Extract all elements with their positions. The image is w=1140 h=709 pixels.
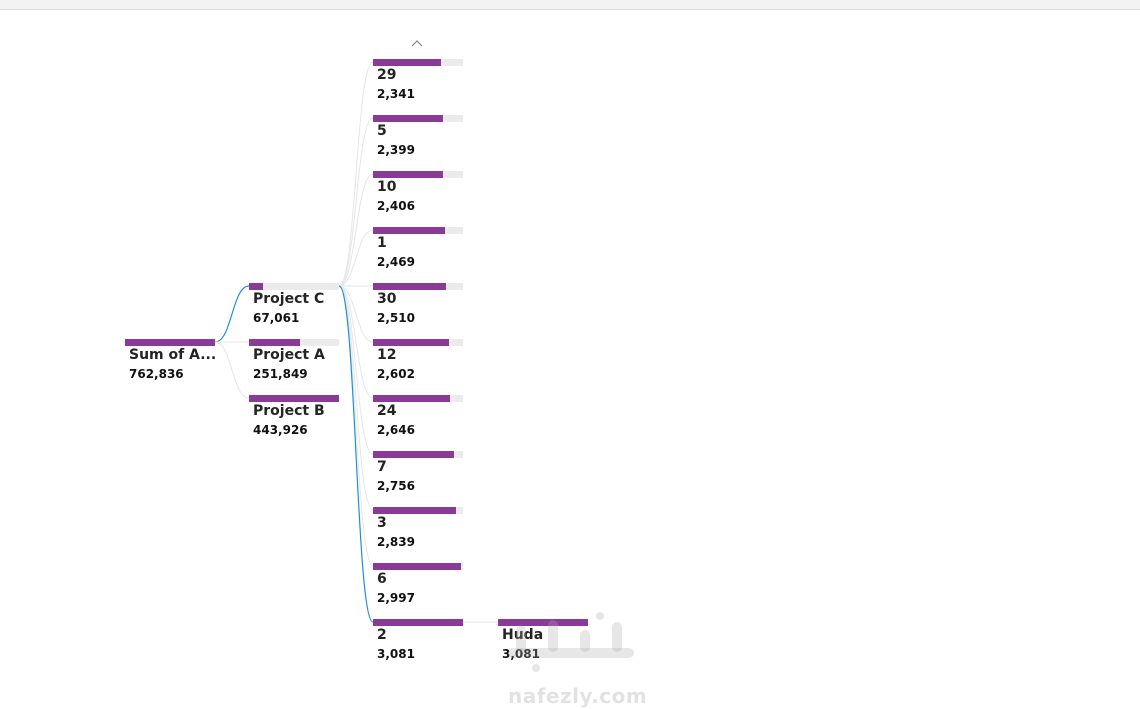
top-toolbar-strip <box>0 0 1140 10</box>
connector-l1-to-8 <box>338 285 374 511</box>
node-label: 12 <box>377 347 397 363</box>
node-label: 1 <box>377 235 387 251</box>
bar-fill <box>249 339 300 346</box>
node-label: Huda <box>502 627 544 643</box>
connector-l1-to-0 <box>338 61 374 287</box>
node-day-10[interactable]: 10 2,406 <box>373 171 473 217</box>
node-label: 2 <box>377 627 387 643</box>
chevron-up-icon <box>411 40 423 47</box>
bar-fill <box>373 395 450 402</box>
node-label: 7 <box>377 459 387 475</box>
node-value: 2,839 <box>377 535 415 549</box>
node-value: 251,849 <box>253 367 308 381</box>
node-value: 2,646 <box>377 423 415 437</box>
bar-fill <box>373 227 445 234</box>
node-value: 3,081 <box>502 647 540 661</box>
node-label: 5 <box>377 123 387 139</box>
node-label: Project A <box>253 347 325 363</box>
node-day-7[interactable]: 7 2,756 <box>373 451 473 497</box>
node-day-3[interactable]: 3 2,839 <box>373 507 473 553</box>
node-day-6[interactable]: 6 2,997 <box>373 563 473 609</box>
node-value: 67,061 <box>253 311 300 325</box>
node-value: 762,836 <box>129 367 184 381</box>
bar-fill <box>373 59 441 66</box>
connector-l1-to-6 <box>338 285 374 399</box>
node-value: 2,997 <box>377 591 415 605</box>
bar-track <box>249 283 339 290</box>
node-value: 443,926 <box>253 423 308 437</box>
node-value: 2,756 <box>377 479 415 493</box>
node-project-a[interactable]: Project A 251,849 <box>249 339 349 385</box>
node-label: Sum of A... <box>129 347 217 363</box>
connector-l1-to-2 <box>338 173 374 287</box>
node-label: 10 <box>377 179 397 195</box>
connector-root-to-2 <box>214 341 250 399</box>
bar-fill <box>249 283 263 290</box>
root-node[interactable]: Sum of A... 762,836 <box>125 339 225 385</box>
node-value: 2,469 <box>377 255 415 269</box>
node-day-24[interactable]: 24 2,646 <box>373 395 473 441</box>
node-value: 2,406 <box>377 199 415 213</box>
node-value: 2,510 <box>377 311 415 325</box>
connector-l1-to-10 <box>338 285 374 623</box>
node-value: 2,341 <box>377 87 415 101</box>
connector-l1-to-7 <box>338 285 374 455</box>
node-label: Project C <box>253 291 325 307</box>
node-day-30[interactable]: 30 2,510 <box>373 283 473 329</box>
bar-fill <box>498 619 588 626</box>
node-label: 6 <box>377 571 387 587</box>
node-day-5[interactable]: 5 2,399 <box>373 115 473 161</box>
bar-fill <box>125 339 215 346</box>
node-day-2[interactable]: 2 3,081 <box>373 619 473 665</box>
connector-root-to-0 <box>214 285 250 343</box>
connector-l1-to-1 <box>338 117 374 287</box>
node-label: 24 <box>377 403 397 419</box>
bar-fill <box>373 563 461 570</box>
node-label: 30 <box>377 291 397 307</box>
connector-l1-to-5 <box>338 285 374 343</box>
bar-fill <box>373 283 446 290</box>
node-label: Project B <box>253 403 325 419</box>
node-day-29[interactable]: 29 2,341 <box>373 59 473 105</box>
node-project-c[interactable]: Project C 67,061 <box>249 283 349 329</box>
node-label: 29 <box>377 67 397 83</box>
connector-l1-to-3 <box>338 229 374 287</box>
bar-fill <box>373 339 449 346</box>
node-day-12[interactable]: 12 2,602 <box>373 339 473 385</box>
node-day-1[interactable]: 1 2,469 <box>373 227 473 273</box>
node-label: 3 <box>377 515 387 531</box>
node-huda[interactable]: Huda 3,081 <box>498 619 598 665</box>
bar-fill <box>373 619 463 626</box>
node-value: 3,081 <box>377 647 415 661</box>
node-project-b[interactable]: Project B 443,926 <box>249 395 349 441</box>
bar-fill <box>249 395 339 402</box>
bar-fill <box>373 115 443 122</box>
bar-fill <box>373 507 456 514</box>
node-value: 2,399 <box>377 143 415 157</box>
bar-fill <box>373 171 443 178</box>
scroll-up-button[interactable] <box>406 34 428 52</box>
bar-fill <box>373 451 454 458</box>
node-value: 2,602 <box>377 367 415 381</box>
